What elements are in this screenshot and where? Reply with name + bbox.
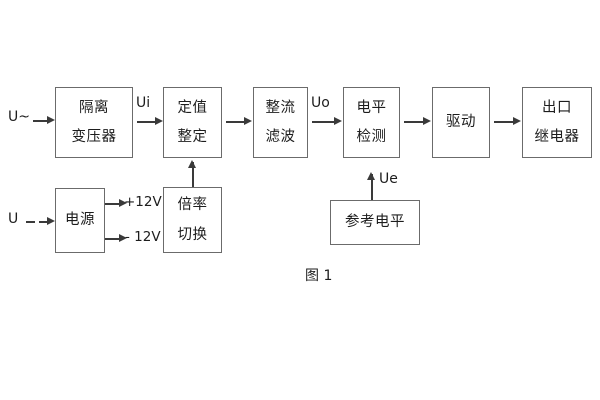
arrow-head (119, 199, 127, 208)
negative-rail-label: - 12V (125, 229, 161, 245)
block-reference-level[interactable]: 参考电平 (330, 200, 420, 245)
arrow-head (367, 172, 376, 180)
signal-label-ue: Ue (379, 171, 398, 187)
power-input-dash-segment (26, 221, 35, 223)
arrow-head (513, 117, 521, 126)
block-line: 电平 (356, 99, 387, 116)
signal-label-ui: Ui (136, 95, 151, 111)
block-line: 定值 (177, 99, 208, 116)
block-line: 隔离 (79, 99, 109, 116)
arrow-head (423, 117, 431, 126)
block-ratio-switch[interactable]: 倍率 切换 (163, 187, 222, 253)
arrow-shaft (105, 203, 120, 205)
block-line: 切换 (177, 226, 208, 243)
block-driver[interactable]: 驱动 (432, 87, 490, 158)
arrow-shaft (39, 221, 48, 223)
arrow-shaft (105, 238, 120, 240)
block-line: 驱动 (446, 114, 476, 131)
arrow-shaft (192, 162, 194, 187)
arrow-shaft (137, 121, 156, 123)
block-isolation-transformer[interactable]: 隔离 变压器 (55, 87, 133, 158)
arrow-head (155, 117, 163, 126)
block-rectify-filter[interactable]: 整流 滤波 (253, 87, 308, 158)
block-line: 参考电平 (345, 214, 405, 231)
block-line: 继电器 (534, 129, 580, 145)
arrow-head (47, 217, 55, 226)
arrow-shaft (404, 121, 424, 123)
arrow-head (119, 234, 127, 243)
arrow-shaft (226, 121, 245, 123)
block-line: 变压器 (71, 129, 117, 145)
block-output-relay[interactable]: 出口 继电器 (522, 87, 592, 158)
arrow-shaft (371, 174, 373, 200)
block-line: 整流 (265, 99, 296, 116)
block-level-detection[interactable]: 电平 检测 (343, 87, 400, 158)
block-line: 检测 (356, 129, 387, 145)
arrow-shaft (33, 120, 48, 122)
positive-rail-label: +12V (124, 194, 162, 210)
block-line: 倍率 (177, 197, 208, 213)
block-power-supply[interactable]: 电源 (55, 188, 105, 253)
block-line: 滤波 (265, 129, 296, 145)
block-line: 出口 (542, 99, 572, 116)
signal-label-uo: Uo (311, 95, 330, 111)
arrow-shaft (312, 121, 335, 123)
arrow-head (188, 160, 197, 168)
block-line: 电源 (65, 212, 95, 229)
power-input-label: U (8, 211, 19, 227)
arrow-head (47, 116, 55, 125)
figure-caption: 图 1 (305, 268, 333, 284)
block-line: 整定 (177, 129, 208, 145)
arrow-head (334, 117, 342, 126)
block-setpoint-setting[interactable]: 定值 整定 (163, 87, 222, 158)
arrow-shaft (494, 121, 514, 123)
ac-input-label: U~ (8, 109, 30, 125)
arrow-head (244, 117, 252, 126)
